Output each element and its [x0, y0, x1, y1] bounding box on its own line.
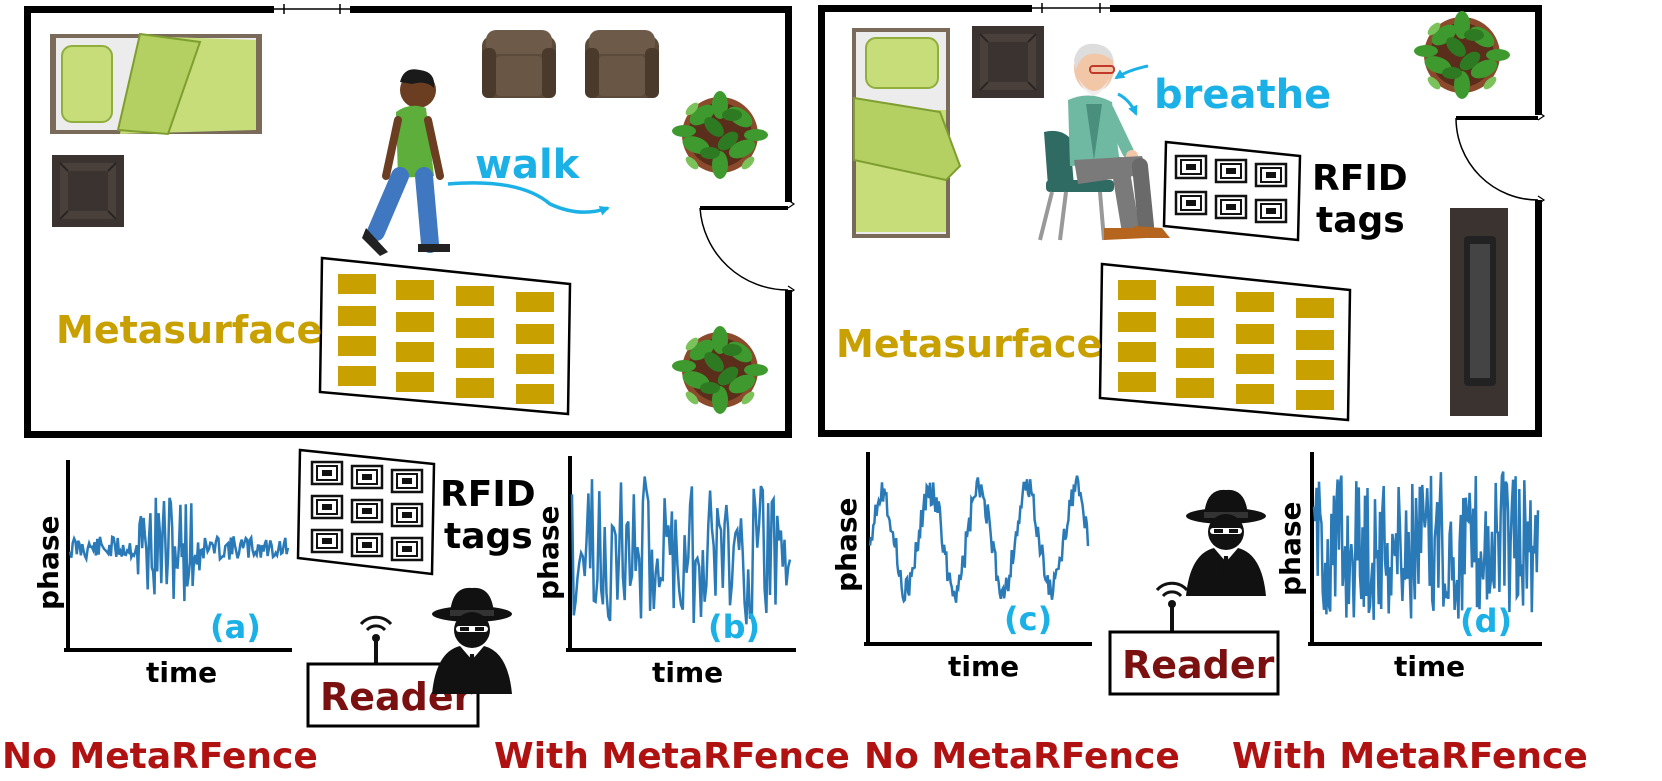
walk-arrow [447, 181, 610, 216]
caption-no-metarfence: No MetaRFence [2, 736, 318, 777]
plot-xlabel: time [146, 656, 217, 689]
rfid-tag-icon [1214, 194, 1248, 220]
breathe-arrows [1114, 64, 1149, 116]
signal-trace [868, 475, 1090, 604]
rfid-tag-icon [390, 502, 424, 528]
rfid-tag-panel [1162, 140, 1302, 242]
rfid-tag-icon [1254, 198, 1288, 224]
armchair-icon [482, 30, 556, 98]
plot-letter: (c) [1004, 600, 1052, 638]
left-room: walk Metasurfac [24, 4, 796, 438]
caption-no-metarfence: No MetaRFence [864, 736, 1180, 777]
rfid-tag-icon [390, 536, 424, 562]
bed-icon [852, 28, 962, 238]
rfid-tag-icon [1254, 162, 1288, 188]
reader-box [1108, 630, 1280, 696]
plot-c: phase time (c) [830, 452, 1092, 683]
rfid-tag-icon [350, 498, 384, 524]
metasurface-icon [1098, 262, 1352, 422]
plot-xlabel: time [652, 656, 723, 689]
nightstand-icon [971, 25, 1045, 99]
rfid-tag-panel [296, 448, 436, 576]
elderly-person-icon [1068, 43, 1170, 240]
rfid-tag-icon [350, 464, 384, 490]
plot-ylabel: phase [1274, 501, 1307, 596]
right-room: breathe RFID tags [818, 3, 1546, 437]
rfid-tag-icon [1214, 158, 1248, 184]
plot-a: phase time (a) [32, 460, 292, 689]
nightstand-icon [51, 154, 125, 228]
plot-ylabel: phase [532, 505, 565, 600]
plot-letter: (b) [708, 608, 760, 646]
rfid-label-line1: RFID [440, 474, 536, 515]
tv-icon [1450, 208, 1508, 416]
plant-icon [672, 91, 768, 179]
window-icon [1032, 3, 1110, 13]
rfid-tag-icon [310, 528, 344, 554]
bed-icon [50, 32, 262, 136]
chair-icon [1038, 130, 1114, 241]
rfid-label-line2: tags [1316, 200, 1405, 241]
rfid-tag-icon [1174, 154, 1208, 180]
signal-trace [68, 497, 290, 602]
plot-letter: (d) [1460, 602, 1512, 640]
plant-icon [672, 326, 768, 414]
plot-xlabel: time [1394, 650, 1465, 683]
plant-icon [1414, 11, 1510, 99]
spy-icon [1186, 489, 1266, 596]
rfid-tag-icon [390, 468, 424, 494]
metasurface-label: Metasurface [836, 322, 1102, 366]
metasurface-label: Metasurface [56, 308, 322, 352]
armchair-icon [585, 30, 659, 98]
person-walking-icon [362, 69, 450, 256]
plot-xlabel: time [948, 650, 1019, 683]
left-room-walls [24, 6, 792, 438]
antenna-icon [359, 615, 393, 668]
right-room-walls [818, 5, 1542, 437]
bottom-right-panel: phase time (c) Reader phase time (d) No … [830, 452, 1588, 777]
rfid-tag-icon [350, 532, 384, 558]
plot-d: phase time (d) [1274, 452, 1542, 683]
plot-ylabel: phase [830, 497, 863, 592]
bottom-left-panel: phase time (a) RFID tags Reader [2, 448, 850, 777]
breathe-label: breathe [1154, 72, 1331, 118]
rfid-tag-icon [310, 460, 344, 486]
plot-b: phase time (b) [532, 456, 796, 689]
spy-icon [432, 587, 512, 694]
metasurface-icon [318, 256, 572, 416]
walk-label: walk [475, 142, 581, 188]
caption-with-metarfence: With MetaRFence [494, 736, 850, 777]
door-icon [1455, 111, 1546, 205]
plot-ylabel: phase [32, 515, 65, 610]
signal-trace [570, 476, 792, 625]
signal-trace [1312, 471, 1540, 620]
antenna-icon [1155, 581, 1189, 634]
rfid-tag-icon [1174, 190, 1208, 216]
caption-with-metarfence: With MetaRFence [1232, 736, 1588, 777]
rfid-tag-icon [310, 494, 344, 520]
rfid-label-line1: RFID [1312, 158, 1408, 199]
door-icon [699, 199, 796, 295]
rfid-label-line2: tags [444, 516, 533, 557]
plot-letter: (a) [210, 608, 261, 646]
window-icon [274, 4, 350, 14]
reader-label: Reader [1122, 643, 1275, 687]
